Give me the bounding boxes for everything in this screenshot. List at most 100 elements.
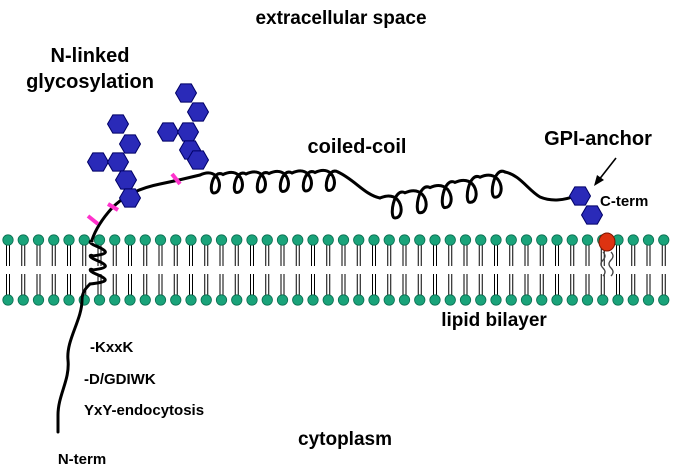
sugar-hexagon-icon: [114, 170, 138, 190]
lipid-head: [353, 294, 365, 306]
lipid-head: [551, 294, 563, 306]
n-terminal-tail: [56, 282, 92, 434]
sugar-hexagon-icon: [106, 152, 130, 172]
lipid-head: [93, 294, 106, 306]
lipid-head: [353, 234, 365, 246]
lipid-head: [475, 294, 487, 306]
gpi-arrowhead: [594, 175, 604, 186]
lipid-head: [124, 234, 136, 246]
lipid-head: [292, 234, 304, 246]
lipid-head: [48, 234, 60, 246]
lipid-head: [642, 234, 655, 246]
sugar-hexagon-icon: [86, 152, 110, 172]
lipid-bilayer: [2, 234, 670, 306]
lipid-head: [398, 294, 411, 306]
lipid-head: [459, 294, 472, 306]
label-glycosylation-line2: glycosylation: [26, 71, 154, 93]
lipid-head: [322, 294, 334, 306]
lipid-head: [215, 294, 228, 306]
lipid-head: [109, 234, 121, 246]
lipid-head: [658, 294, 670, 306]
lipid-head: [139, 294, 151, 306]
lipid-head: [139, 234, 151, 246]
sugar-hexagon-icon: [176, 122, 200, 142]
sugar-hexagon-icon: [118, 188, 142, 208]
lipid-head: [63, 294, 75, 306]
lipid-head: [261, 234, 273, 246]
glycan-tree-1: [86, 114, 142, 208]
sugar-hexagon-icon: [156, 122, 180, 142]
label-glycosylation-line1: N-linked: [51, 45, 130, 67]
lipid-head: [398, 234, 411, 246]
lipid-head: [414, 234, 426, 246]
lipid-head: [63, 234, 75, 246]
lipid-head: [17, 294, 29, 306]
label-n-term: N-term: [58, 451, 106, 468]
lipid-head: [322, 234, 334, 246]
lipid-head: [597, 294, 609, 306]
lipid-head: [2, 294, 14, 306]
juxtamembrane-segment: [90, 173, 202, 242]
gpi-arrow: [597, 157, 617, 182]
lipid-head: [444, 234, 456, 246]
lipid-head: [185, 294, 197, 306]
lipid-head: [505, 294, 517, 306]
lipid-head: [444, 294, 456, 306]
sugar-hexagon-icon: [106, 114, 130, 134]
lipid-head: [200, 294, 212, 306]
lipid-head: [414, 294, 426, 306]
lipid-head: [383, 294, 395, 306]
lipid-head: [200, 234, 212, 246]
lipid-head: [368, 234, 380, 246]
lipid-head: [78, 234, 90, 246]
lipid-head: [581, 234, 594, 246]
coiled-coil-segment-2: [378, 169, 507, 220]
lipid-head: [490, 234, 502, 246]
lipid-head: [520, 294, 533, 306]
lipid-head: [490, 294, 502, 306]
lipid-head: [368, 294, 380, 306]
lipid-head: [429, 294, 441, 306]
lipid-head: [642, 294, 655, 306]
sugar-hexagon-icon: [568, 186, 592, 206]
lipid-head: [536, 234, 548, 246]
lipid-head: [154, 234, 167, 246]
lipid-head: [459, 234, 472, 246]
lipid-head: [292, 294, 304, 306]
glyco-site-mark: [106, 202, 120, 212]
c-terminal-segment: [503, 170, 577, 202]
lipid-head: [307, 234, 319, 246]
label-gpi-anchor: GPI-anchor: [544, 128, 652, 150]
lipid-head: [627, 294, 639, 306]
label-extracellular: extracellular space: [255, 8, 426, 29]
lipid-head: [231, 294, 243, 306]
lipid-head: [17, 234, 29, 246]
transmembrane-helix: [88, 238, 107, 286]
lipid-head: [551, 234, 563, 246]
label-motif-yxy: YxY-endocytosis: [84, 402, 204, 419]
sugar-hexagon-icon: [580, 205, 604, 225]
lipid-head: [566, 294, 578, 306]
lipid-head: [566, 234, 578, 246]
label-lipid-bilayer: lipid bilayer: [441, 310, 547, 331]
lipid-head: [276, 294, 289, 306]
lipid-head: [170, 294, 182, 306]
label-motif-kxxk: -KxxK: [90, 339, 134, 356]
lipid-head: [93, 234, 106, 246]
lipid-head: [658, 234, 670, 246]
lipid-head: [475, 234, 487, 246]
lipid-head: [627, 234, 639, 246]
lipid-head: [520, 234, 533, 246]
gpi-anchor-head: [598, 232, 616, 252]
lipid-head: [109, 294, 121, 306]
lipid-head: [32, 234, 45, 246]
lipid-head: [48, 294, 60, 306]
lipid-head: [536, 294, 548, 306]
lipid-head: [505, 234, 517, 246]
lipid-head: [215, 234, 228, 246]
lipid-head: [246, 234, 258, 246]
lipid-head: [383, 234, 395, 246]
gpi-glycan: [568, 186, 604, 225]
lipid-head: [337, 294, 350, 306]
lipid-head: [337, 234, 350, 246]
